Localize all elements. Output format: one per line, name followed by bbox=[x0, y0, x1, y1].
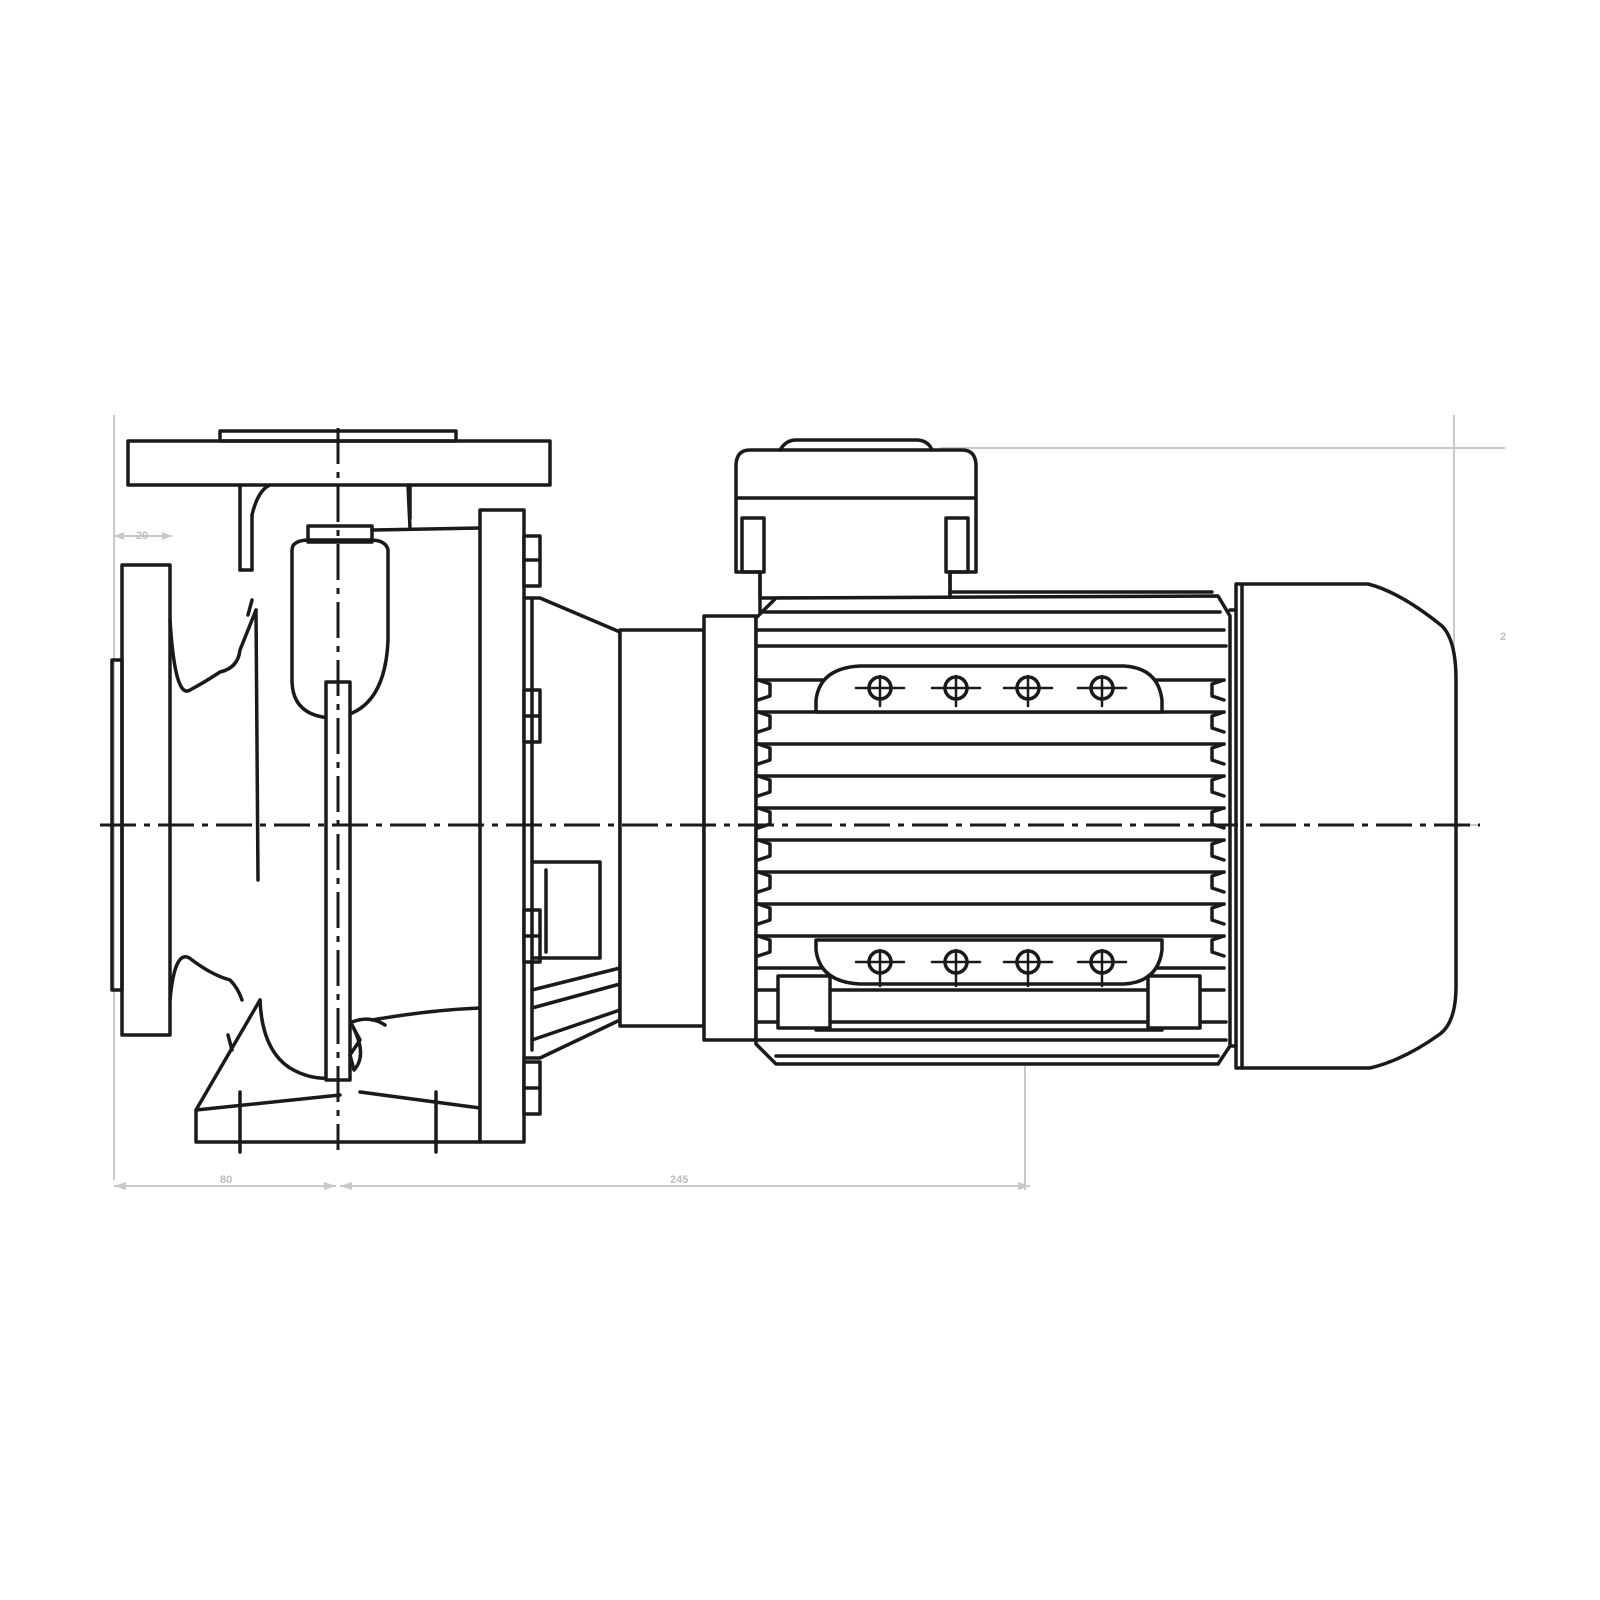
pump-casing bbox=[110, 428, 552, 1154]
axis-motor-label: 245 bbox=[670, 1174, 688, 1186]
flange-thickness-label: 20 bbox=[136, 530, 148, 542]
bolt-holes-bottom bbox=[854, 948, 1128, 988]
top-base-plate bbox=[814, 664, 1164, 714]
suction-flange bbox=[120, 563, 172, 1037]
bottom-base-plate bbox=[814, 938, 1164, 986]
suction-axis-label: 80 bbox=[220, 1174, 232, 1186]
height-label: 2 bbox=[1500, 631, 1506, 643]
lantern bbox=[618, 614, 758, 1042]
motor bbox=[734, 438, 1458, 1070]
terminal-box bbox=[734, 448, 978, 600]
bolt-holes-top bbox=[854, 674, 1128, 708]
